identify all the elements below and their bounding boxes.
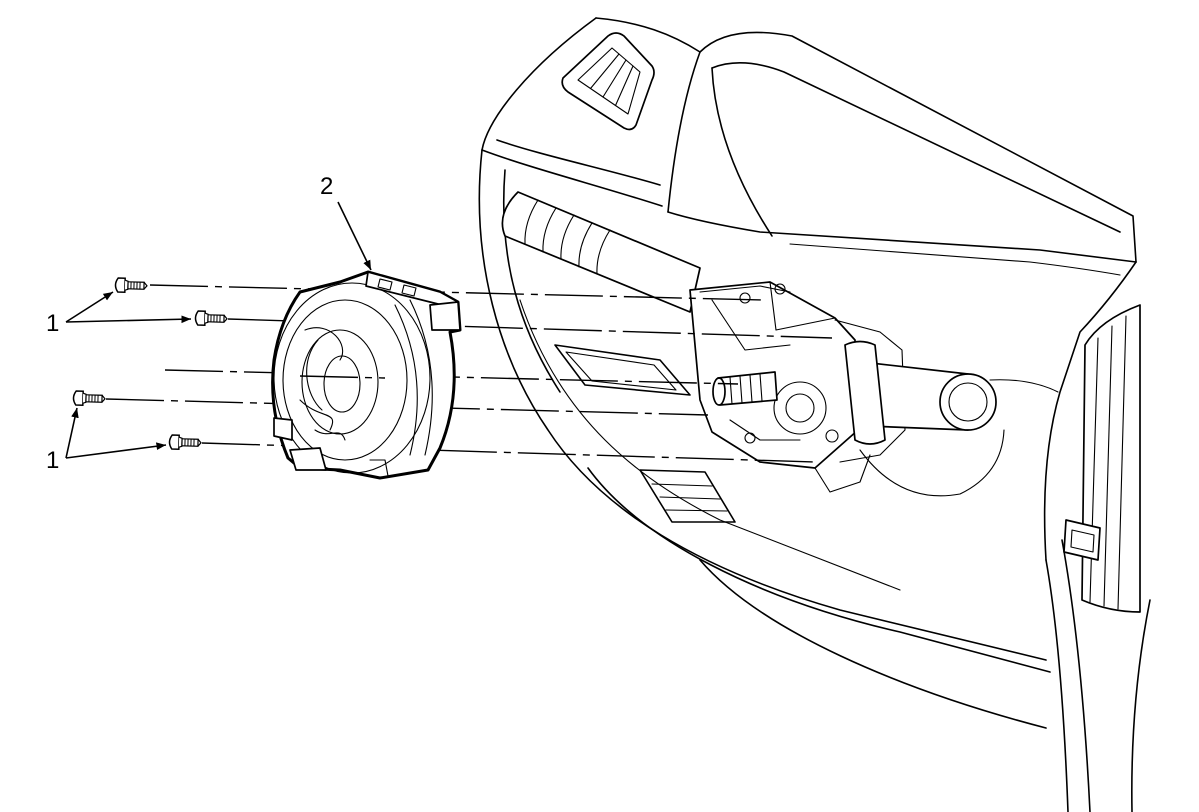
callouts: 1 1 2 <box>46 173 372 474</box>
steering-column-shroud <box>501 191 701 313</box>
ignition-lock-cylinder <box>844 340 997 445</box>
screw <box>72 390 106 407</box>
leader-line <box>65 407 79 459</box>
leader-line <box>65 291 114 323</box>
callout-label-1-upper: 1 <box>46 310 59 337</box>
center-line <box>299 375 386 379</box>
screws <box>72 277 228 451</box>
leader-line <box>65 315 192 324</box>
screw <box>168 434 202 451</box>
leader-line <box>337 201 372 271</box>
clock-spring <box>271 270 462 480</box>
steering-shaft-spline <box>712 371 778 406</box>
air-vent-top <box>561 32 655 131</box>
screw <box>194 310 228 327</box>
instrument-panel <box>478 17 1151 812</box>
screw <box>114 277 148 294</box>
callout-label-2: 2 <box>320 173 333 200</box>
callout-label-1-lower: 1 <box>46 447 59 474</box>
center-line <box>105 398 709 416</box>
air-vent-right <box>1063 304 1141 613</box>
leader-line <box>65 442 167 459</box>
center-line <box>149 284 763 301</box>
